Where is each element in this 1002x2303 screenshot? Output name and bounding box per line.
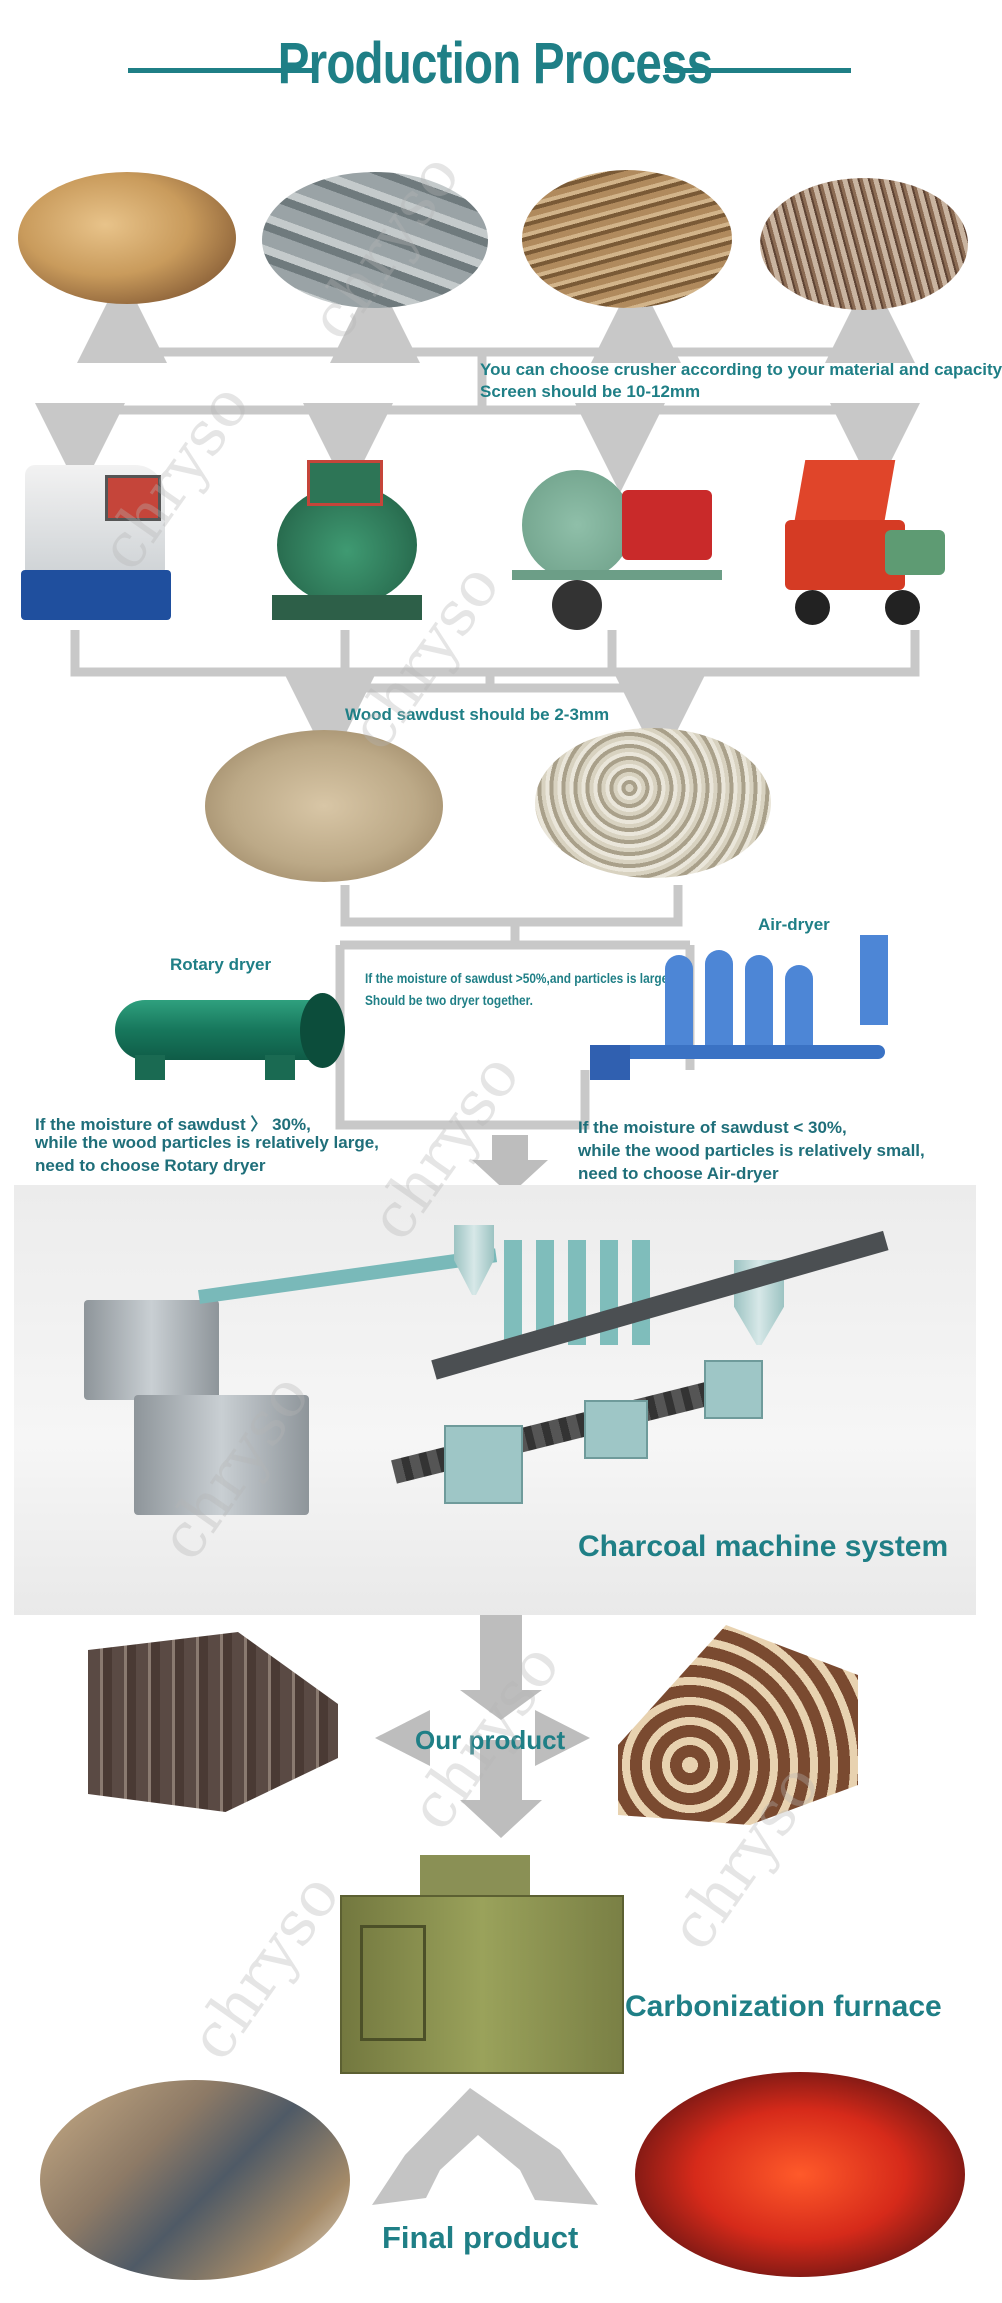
carbonization-furnace-label: Carbonization furnace [625,1990,942,2023]
wood-logs-image [262,172,488,308]
drum-chipper-image [262,455,432,630]
control-cabinet-1 [444,1425,523,1504]
packed-briquettes-image [40,2080,350,2280]
air-condition-line2: while the wood particles is relatively s… [578,1141,925,1160]
charcoal-system-label: Charcoal machine system [578,1530,949,1563]
two-dryers-note-line2: Should be two dryer together. [365,992,533,1008]
rotary-dryer-image [115,985,350,1085]
two-dryers-note-line1: If the moisture of sawdust >50%,and part… [365,970,672,986]
rotary-condition-line2: while the wood particles is relatively l… [35,1133,379,1152]
twigs-image [760,178,968,310]
mobile-shredder-image [765,450,970,635]
fine-sawdust-image [205,730,443,882]
hammer-mill-image [15,455,175,630]
rotary-condition-line3: need to choose Rotary dryer [35,1156,266,1175]
pipe-main [198,1248,498,1304]
crusher-note-line1: You can choose crusher according to your… [480,360,1002,379]
page-title: Production Process [277,31,713,96]
carbonization-furnace-image [340,1855,630,2080]
air-dryer-title: Air-dryer [758,915,830,934]
our-product-label: Our product [415,1725,566,1755]
title-rule-left [128,68,316,73]
final-product-label: Final product [382,2220,579,2255]
rotary-condition-line1: If the moisture of sawdust 〉 30%, [35,1115,311,1134]
air-condition-line1: If the moisture of sawdust < 30%, [578,1118,847,1137]
diesel-crusher-image [512,450,727,630]
branches-image [522,170,732,308]
boiler-1 [84,1300,219,1400]
crusher-note-line2: Screen should be 10-12mm [480,382,701,401]
boiler-2 [134,1395,309,1515]
cyclone-1 [454,1225,494,1295]
burning-charcoal-image [635,2072,965,2277]
title-rule-right [665,68,851,73]
charcoal-system-panel [14,1185,976,1615]
wood-chips-image [535,728,771,878]
peanut-shells-image [18,172,236,304]
rotary-dryer-title: Rotary dryer [170,955,272,974]
control-cabinet-3 [704,1360,763,1419]
air-condition-line3: need to choose Air-dryer [578,1164,779,1183]
air-dryer-image [585,915,915,1100]
sawdust-size-note: Wood sawdust should be 2-3mm [345,705,610,724]
control-cabinet-2 [584,1400,648,1459]
